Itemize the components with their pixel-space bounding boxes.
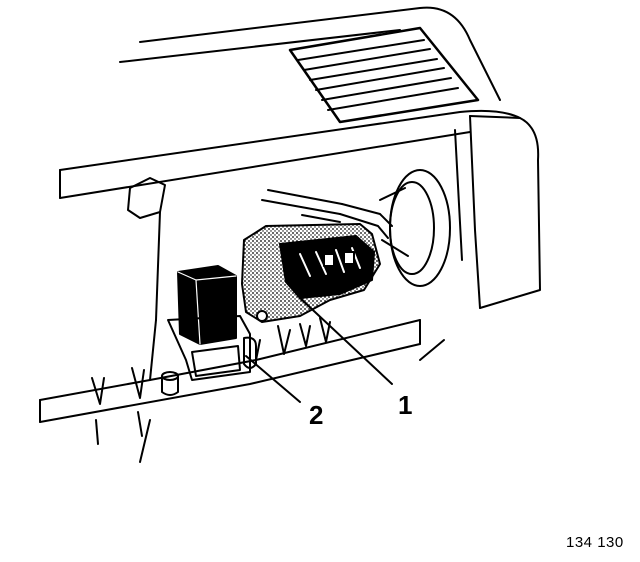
dashboard-panel	[59, 6, 521, 199]
relay-component	[167, 265, 257, 381]
side-housing	[454, 115, 541, 309]
series-resistor	[241, 223, 381, 323]
left-wall-bracket	[127, 177, 166, 381]
callout-label-2: 2	[309, 400, 324, 430]
fastener	[161, 371, 179, 396]
leader-line-2	[245, 355, 301, 403]
leader-line-1	[299, 297, 393, 385]
blower-motor-opening	[379, 169, 451, 287]
figure-number: 134 130	[566, 534, 624, 551]
guide-line	[139, 419, 151, 463]
air-vent-grille	[288, 26, 480, 124]
guide-line	[419, 339, 445, 361]
rail-clips	[91, 317, 331, 445]
callout-label-1: 1	[398, 390, 413, 420]
wiring-harness	[261, 189, 393, 239]
